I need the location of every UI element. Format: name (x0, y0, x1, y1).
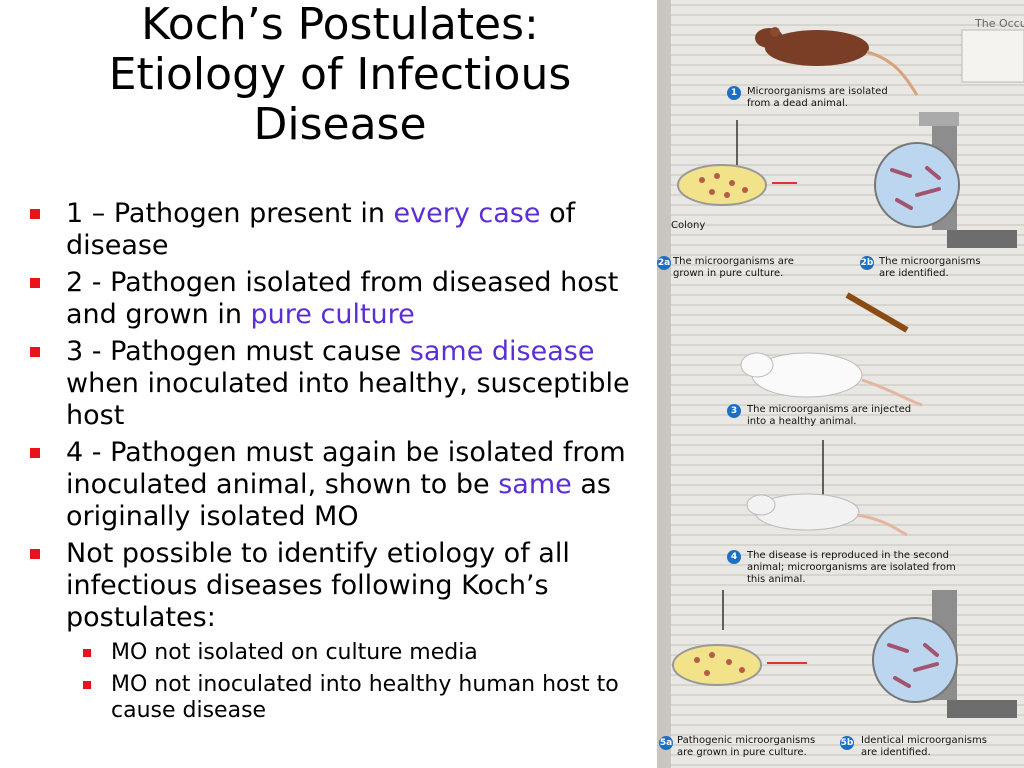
slide-title: Koch’s Postulates: Etiology of Infectiou… (20, 0, 660, 150)
page-header-text: The Occurrence (974, 17, 1024, 30)
highlight-same-disease: same disease (409, 336, 595, 367)
step-badge-2b: 2b (860, 256, 874, 270)
postulate-list: 1 – Pathogen present in every case of di… (28, 198, 648, 730)
bullet-item-3: 3 - Pathogen must cause same disease whe… (28, 336, 648, 432)
dead-rat (755, 27, 919, 96)
sick-rat (746, 493, 908, 537)
step-badge-1: 1 (727, 86, 741, 100)
step-badge-5a: 5a (659, 736, 673, 750)
page-header-box (961, 29, 1024, 83)
micrograph-bottom (872, 617, 958, 703)
bullet-item-1: 1 – Pathogen present in every case of di… (28, 198, 648, 262)
syringe (845, 292, 909, 333)
petri-dish-top (677, 164, 767, 206)
step-label-5a: Pathogenic microorganisms are grown in p… (677, 735, 816, 758)
bullet-item-2: 2 - Pathogen isolated from diseased host… (28, 267, 648, 331)
micrograph-top (874, 142, 960, 228)
sub-bullet-1: MO not isolated on culture media (66, 640, 648, 666)
step-badge-3: 3 (727, 404, 741, 418)
title-line-1: Koch’s Postulates: (141, 0, 539, 50)
step-label-1: Microorganisms are isolated from a dead … (747, 86, 888, 109)
title-line-2: Etiology of Infectious (108, 49, 572, 100)
title-line-3: Disease (253, 99, 427, 150)
step-badge-4: 4 (727, 550, 741, 564)
step-label-4: The disease is reproduced in the second … (747, 550, 956, 585)
page-gutter (657, 0, 671, 768)
step-label-5b: Identical microorganisms are identified. (861, 735, 987, 758)
colony-label: Colony (671, 220, 706, 231)
bullet-item-5: Not possible to identify etiology of all… (28, 538, 648, 724)
koch-postulates-figure: The Occurrence (657, 0, 1024, 768)
step-label-3: The microorganisms are injected into a h… (747, 404, 912, 427)
healthy-rat (740, 352, 923, 407)
bullet-item-4: 4 - Pathogen must again be isolated from… (28, 437, 648, 533)
sub-bullet-2: MO not inoculated into healthy human hos… (66, 672, 648, 724)
petri-dish-bottom (672, 644, 762, 686)
limitations-list: MO not isolated on culture media MO not … (66, 640, 648, 724)
highlight-pure-culture: pure culture (250, 299, 415, 330)
figure-illustration: The Occurrence (657, 0, 1024, 768)
step-badge-5b: 5b (840, 736, 854, 750)
highlight-every-case: every case (393, 198, 541, 229)
highlight-same: same (498, 469, 572, 500)
step-badge-2a: 2a (657, 256, 671, 270)
step-label-2b: The microorganisms are identified. (879, 256, 981, 279)
step-label-2a: The microorganisms are grown in pure cul… (673, 256, 794, 279)
